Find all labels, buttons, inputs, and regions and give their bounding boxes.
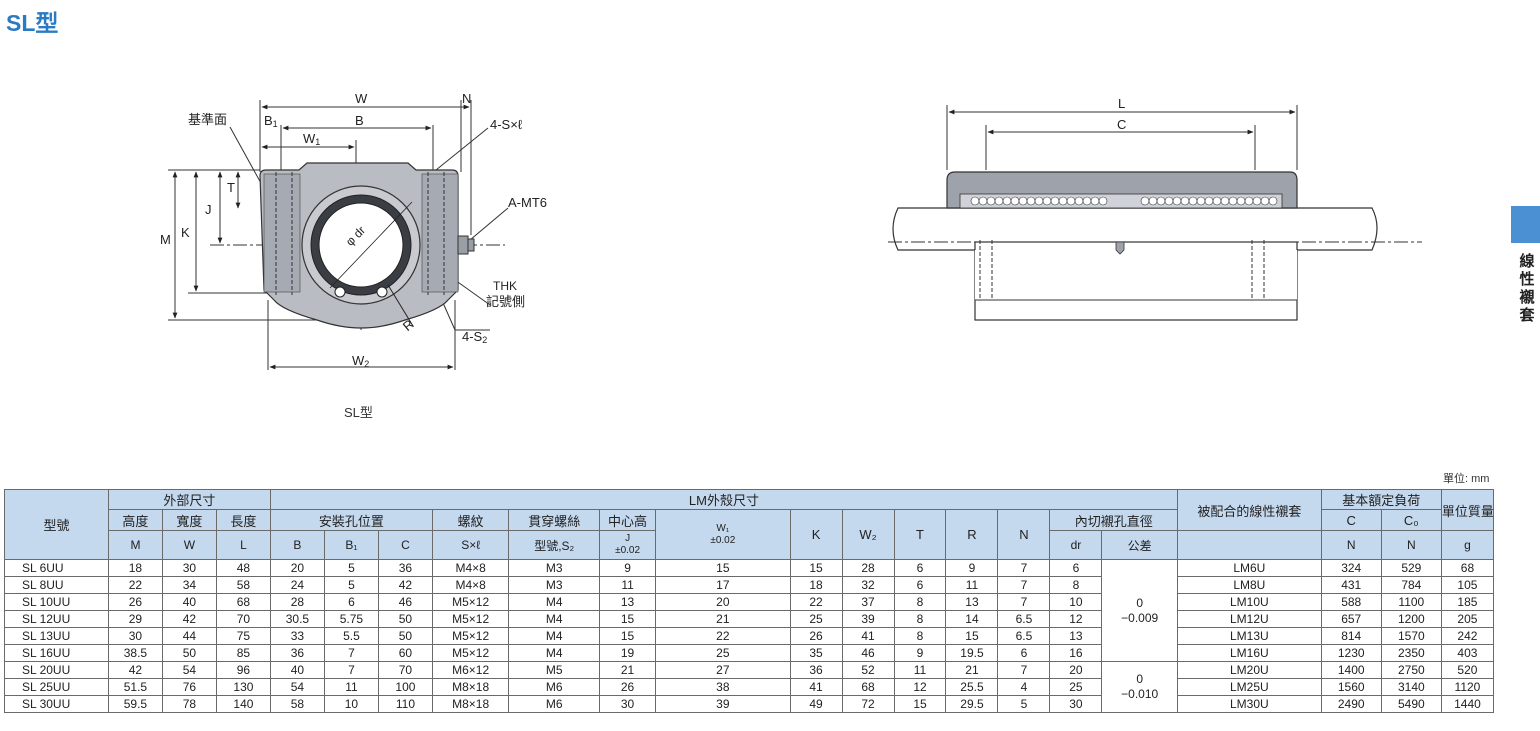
col-mass: 單位質量 bbox=[1440, 489, 1495, 531]
reference-face-label: 基準面 bbox=[188, 112, 227, 127]
col-outer: 外部尺寸 bbox=[107, 489, 271, 510]
col-c-load: C bbox=[1320, 509, 1382, 531]
col-inscribed: 內切襯孔直徑 bbox=[1049, 509, 1178, 531]
through-screw-label: 4-S2 bbox=[462, 329, 487, 345]
col-n-unit: N bbox=[1320, 530, 1382, 560]
dim-n-label: N bbox=[462, 91, 471, 106]
tolerance-group-1: 0−0.009 bbox=[1101, 559, 1178, 662]
dim-w-label: W bbox=[355, 91, 368, 106]
col-l: L bbox=[215, 530, 271, 560]
col-c0-load: C₀ bbox=[1380, 509, 1442, 531]
col-model: 型號 bbox=[4, 489, 109, 560]
col-b1: B₁ bbox=[323, 530, 379, 560]
mounting-thread-label: 4-S×ℓ bbox=[490, 117, 523, 132]
tolerance-group-2: 0−0.010 bbox=[1101, 661, 1178, 713]
unit-label: 單位: mm bbox=[1443, 473, 1490, 485]
col-housing: LM外殼尺寸 bbox=[269, 489, 1178, 510]
col-height: 高度 bbox=[107, 509, 163, 531]
side-section-label: 線性襯套 bbox=[1518, 253, 1536, 325]
front-view-drawing: W N B1 B W1 基準面 4-S×ℓ T J K M A-MT6 THK … bbox=[160, 91, 547, 370]
mark-side-label: 記號側 bbox=[486, 294, 525, 309]
side-view-drawing: L C bbox=[888, 96, 1422, 321]
dim-b-label: B bbox=[355, 113, 364, 128]
col-mounting: 安裝孔位置 bbox=[269, 509, 433, 531]
col-tolerance: 公差 bbox=[1101, 530, 1178, 560]
section-tab bbox=[1511, 206, 1540, 243]
col-n-unit-2: N bbox=[1380, 530, 1442, 560]
col-j: J±0.02 bbox=[599, 530, 657, 560]
col-w: W bbox=[161, 530, 217, 560]
grease-nipple-label: A-MT6 bbox=[508, 195, 547, 210]
col-length: 長度 bbox=[215, 509, 271, 531]
col-g-unit: g bbox=[1440, 530, 1495, 560]
col-k: K bbox=[789, 509, 843, 560]
side-section-text: 線性襯套 bbox=[1519, 253, 1535, 324]
col-n: N bbox=[997, 509, 1051, 560]
col-bushing: 被配合的線性襯套 bbox=[1176, 489, 1322, 531]
dim-m-label: M bbox=[160, 232, 171, 247]
dim-k-label: K bbox=[181, 225, 190, 240]
dim-w1-label: W1 bbox=[303, 131, 320, 147]
col-center-height: 中心高 bbox=[599, 509, 657, 531]
dim-w2-label: W2 bbox=[352, 353, 369, 369]
col-s2: 型號,S₂ bbox=[508, 530, 601, 560]
dim-t-label: T bbox=[227, 180, 235, 195]
col-sxl: S×ℓ bbox=[431, 530, 510, 560]
col-m: M bbox=[107, 530, 163, 560]
figure-caption: SL型 bbox=[344, 405, 373, 420]
dim-j-label: J bbox=[205, 202, 212, 217]
col-load: 基本額定負荷 bbox=[1320, 489, 1442, 510]
dim-c-label: C bbox=[1117, 117, 1126, 132]
col-b: B bbox=[269, 530, 325, 560]
dim-l-label: L bbox=[1118, 96, 1125, 111]
col-dr: dr bbox=[1049, 530, 1103, 560]
col-width: 寬度 bbox=[161, 509, 217, 531]
col-c: C bbox=[377, 530, 433, 560]
col-w2: W₂ bbox=[841, 509, 895, 560]
thk-label: THK bbox=[493, 279, 517, 293]
col-bushing-blank bbox=[1176, 530, 1322, 560]
specification-table: 型號 外部尺寸 LM外殼尺寸 被配合的線性襯套 基本額定負荷 單位質量 高度 寬… bbox=[4, 489, 1495, 713]
col-w1: W₁±0.02 bbox=[655, 509, 791, 560]
col-t: T bbox=[893, 509, 947, 560]
dim-b1-label: B1 bbox=[264, 113, 278, 129]
col-r: R bbox=[945, 509, 999, 560]
page-title: SL型 bbox=[6, 10, 59, 36]
col-through: 貫穿螺絲 bbox=[508, 509, 601, 531]
col-thread: 螺紋 bbox=[431, 509, 510, 531]
